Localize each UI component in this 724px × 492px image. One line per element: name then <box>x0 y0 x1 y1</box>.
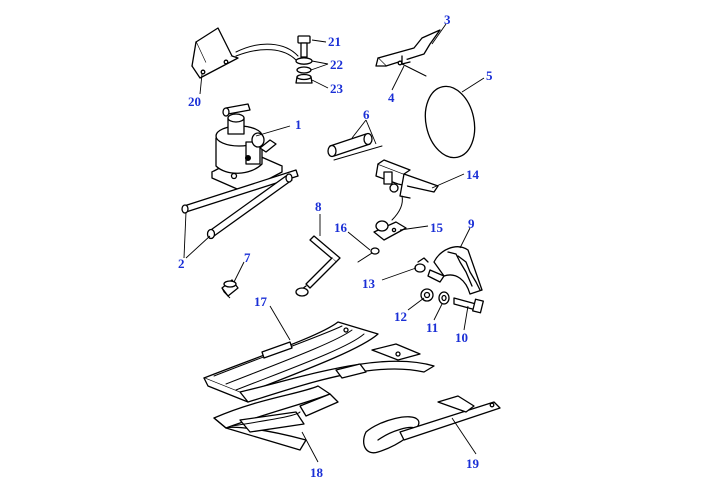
callout-10: 10 <box>455 330 468 345</box>
leader-3 <box>431 23 447 45</box>
callout-5: 5 <box>486 68 493 83</box>
callout-13: 13 <box>362 276 376 291</box>
leader-lines <box>183 23 485 463</box>
callout-22: 22 <box>330 57 343 72</box>
part-21-bolt <box>297 35 311 58</box>
part-17-tool-roll <box>203 321 435 403</box>
callout-11: 11 <box>426 320 438 335</box>
leader-2b <box>185 235 211 259</box>
part-3-clamp <box>375 29 441 67</box>
callout-20: 20 <box>188 94 201 109</box>
part-19-strap <box>363 395 501 454</box>
part-10-bolt <box>453 297 484 314</box>
leader-22a <box>311 60 329 65</box>
leader-5 <box>461 77 485 93</box>
callout-9: 9 <box>468 216 475 231</box>
part-22-washers <box>295 57 313 74</box>
leader-15 <box>399 225 429 231</box>
leader-16 <box>347 231 371 251</box>
leader-10 <box>463 305 469 331</box>
leader-21 <box>311 39 327 43</box>
leader-11 <box>433 303 443 321</box>
part-14-bracket <box>375 159 439 221</box>
callout-8: 8 <box>315 199 322 214</box>
leader-19 <box>451 417 477 455</box>
callout-21: 21 <box>328 34 341 49</box>
leader-1 <box>255 125 291 137</box>
part-9-wheel-chock <box>427 246 483 295</box>
callout-23: 23 <box>330 81 344 96</box>
leader-20 <box>199 73 203 95</box>
leader-23 <box>311 79 329 89</box>
leader-12 <box>407 297 425 311</box>
callout-17: 17 <box>254 294 268 309</box>
part-1-hydraulic-jack <box>211 103 283 193</box>
callout-7: 7 <box>244 250 251 265</box>
leader-4 <box>391 65 405 91</box>
callout-18: 18 <box>310 465 324 480</box>
part-13-pin <box>414 257 429 273</box>
part-23-nut <box>295 73 313 84</box>
callout-15: 15 <box>430 220 444 235</box>
part-8-wheel-brace <box>295 235 341 297</box>
callout-1: 1 <box>295 117 302 132</box>
leader-14 <box>431 173 465 189</box>
leader-13 <box>381 267 417 281</box>
part-20-bracket <box>191 27 299 79</box>
part-11-washer <box>438 291 450 305</box>
leader-7 <box>233 261 245 283</box>
callout-14: 14 <box>466 167 480 182</box>
part-5-disc <box>424 85 476 159</box>
part-15-plate <box>373 220 407 241</box>
callout-3: 3 <box>444 12 451 27</box>
part-6-tube <box>327 132 383 161</box>
leader-22b <box>310 63 329 71</box>
leader-17 <box>269 305 291 341</box>
callout-4: 4 <box>388 90 395 105</box>
leader-6a <box>351 119 367 139</box>
part-16-screw <box>357 247 380 263</box>
leader-6b <box>365 119 377 145</box>
callout-labels: 1 2 3 4 5 6 7 8 9 10 11 12 13 14 15 16 1… <box>178 12 493 480</box>
callout-6: 6 <box>363 107 370 122</box>
leader-9 <box>459 227 471 249</box>
callout-2: 2 <box>178 256 185 271</box>
callout-16: 16 <box>334 220 348 235</box>
leader-18 <box>301 431 319 463</box>
part-18-tool-roll <box>213 385 339 451</box>
part-2-jack-handle <box>181 169 299 240</box>
part-7-socket <box>221 279 239 299</box>
callout-12: 12 <box>394 309 407 324</box>
part-4-pin <box>397 60 427 77</box>
leader-2a <box>183 211 187 259</box>
callout-19: 19 <box>466 456 480 471</box>
